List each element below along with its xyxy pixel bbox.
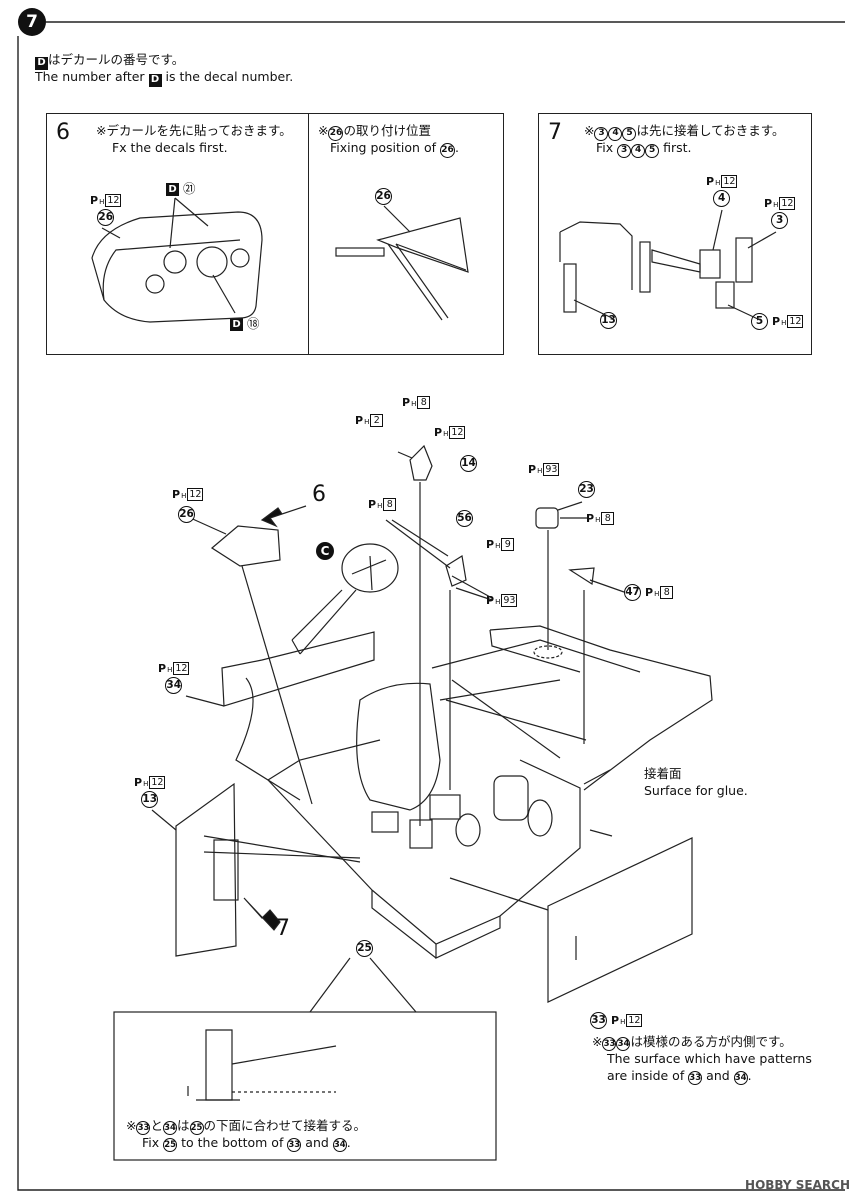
sub-step-6-number: 6 [56, 120, 70, 145]
watermark: HOBBY SEARCH [745, 1178, 850, 1192]
c-label: C [316, 542, 334, 560]
divider [308, 113, 310, 354]
arrow-6-label: 6 [312, 482, 326, 507]
part-23: 23 [578, 481, 595, 498]
sub-step-7-box [538, 113, 812, 355]
sub-step-7-number: 7 [548, 120, 562, 145]
note33-en1: The surface which have patterns [607, 1051, 812, 1066]
sub-step-6-en: Fx the decals first. [112, 140, 228, 155]
part-number: 26 [97, 209, 115, 226]
arrow-7-label: 7 [276, 916, 290, 941]
sub-step-6-jp: ※デカールを先に貼っておきます。 [96, 123, 292, 138]
box7-part13: 13 [600, 312, 617, 329]
d-badge: D [166, 182, 179, 196]
decal-note-en: The number after D is the decal number. [35, 69, 294, 87]
d-badge: D [230, 317, 243, 331]
box-mid-en: Fixing position of 26. [330, 140, 459, 158]
bottom-box-jp: ※33と34は25の下面に合わせて接着する。 [126, 1118, 366, 1136]
box-mid-jp: ※26の取り付け位置 [318, 123, 431, 141]
step-number: 7 [26, 12, 38, 32]
glue-en: Surface for glue. [644, 783, 748, 798]
d-badge: D [35, 56, 48, 70]
box-mid-part: 26 [375, 188, 392, 205]
step-badge: 7 [18, 8, 46, 36]
glue-jp: 接着面 [644, 766, 682, 781]
note33-en2: are inside of 33 and 34. [607, 1068, 752, 1086]
part-25: 25 [356, 940, 373, 957]
part-14: 14 [460, 455, 477, 472]
d-badge: D [148, 73, 162, 87]
part-26: 26 [178, 506, 195, 523]
bottom-box-en: Fix 25 to the bottom of 33 and 34. [142, 1135, 351, 1153]
part-56: 56 [456, 510, 473, 527]
